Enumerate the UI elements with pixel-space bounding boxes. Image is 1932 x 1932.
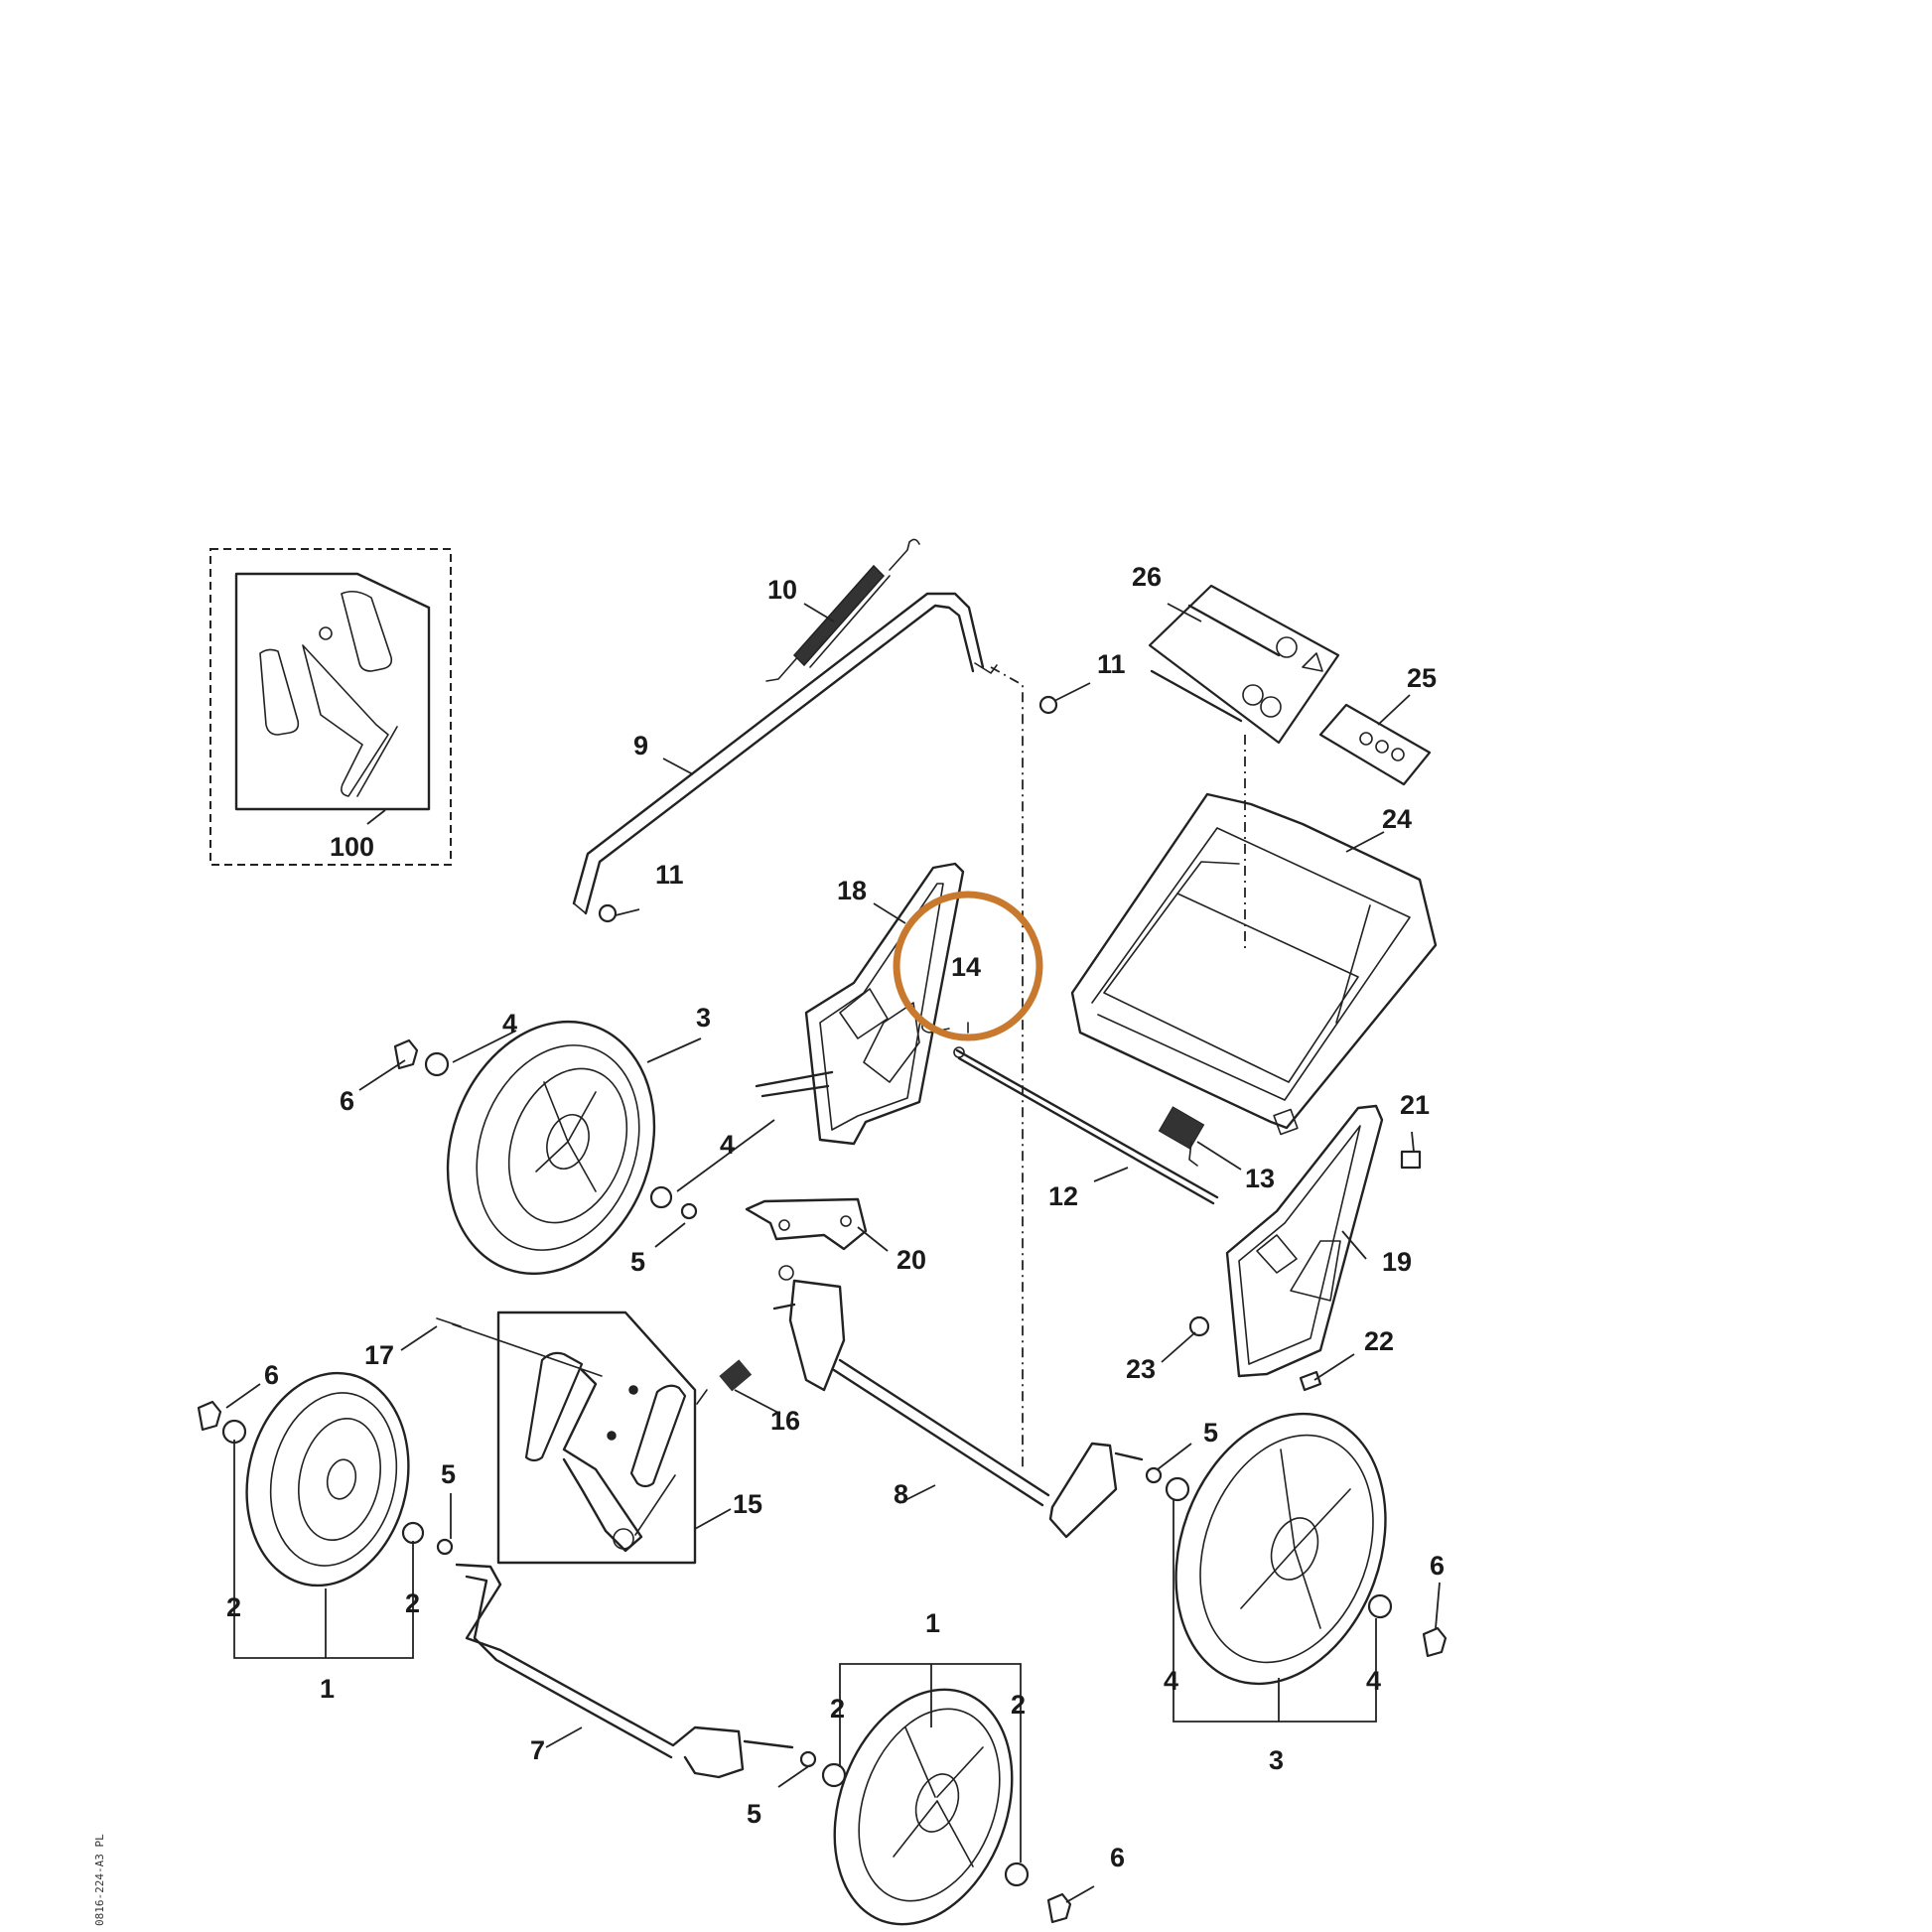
nut-11b[interactable] [598, 903, 618, 923]
callout-5-left[interactable]: 5 [441, 1459, 456, 1489]
side-plate-19[interactable] [1225, 1104, 1384, 1378]
rear-axle-8[interactable] [772, 1265, 1144, 1539]
callout-25[interactable]: 25 [1407, 663, 1437, 693]
alignment-line [990, 666, 1024, 1469]
callout-21[interactable]: 21 [1400, 1090, 1430, 1120]
callout-2-left-a[interactable]: 2 [226, 1592, 241, 1622]
drawing-code: 0816-224-A3 PL [93, 1834, 106, 1926]
callout-16[interactable]: 16 [770, 1406, 800, 1436]
callout-15[interactable]: 15 [733, 1489, 762, 1519]
screw-22[interactable] [1299, 1370, 1322, 1392]
front-axle-7[interactable] [455, 1563, 794, 1779]
bracket-20[interactable] [745, 1197, 868, 1251]
washer-4c[interactable] [1165, 1476, 1190, 1502]
callout-6-bottom[interactable]: 6 [1110, 1843, 1125, 1872]
upper-handle[interactable] [572, 592, 998, 915]
callout-4-right-a[interactable]: 4 [1164, 1666, 1178, 1696]
callout-19[interactable]: 19 [1382, 1247, 1412, 1277]
callout-2-left-b[interactable]: 2 [405, 1588, 420, 1618]
catcher-frame-24[interactable] [1070, 792, 1438, 1136]
callout-100[interactable]: 100 [330, 832, 374, 862]
callout-24[interactable]: 24 [1382, 804, 1412, 834]
callout-5-right[interactable]: 5 [1203, 1418, 1218, 1448]
label-25[interactable] [1318, 703, 1432, 786]
washer-2b[interactable] [401, 1521, 425, 1545]
callout-1-left[interactable]: 1 [320, 1674, 335, 1704]
callout-4-right-b[interactable]: 4 [1366, 1666, 1381, 1696]
callout-17[interactable]: 17 [364, 1340, 394, 1370]
nut-11a[interactable] [1038, 695, 1058, 715]
callout-26[interactable]: 26 [1132, 562, 1162, 592]
callout-10[interactable]: 10 [767, 575, 797, 605]
screw-6d[interactable] [1046, 1892, 1072, 1924]
callout-2-mid-b[interactable]: 2 [1011, 1690, 1026, 1720]
callout-23[interactable]: 23 [1126, 1354, 1156, 1384]
washer-2c[interactable] [821, 1762, 847, 1788]
spacer-5a[interactable] [680, 1202, 698, 1220]
callout-7[interactable]: 7 [530, 1735, 545, 1765]
wheel-1-left[interactable] [227, 1358, 427, 1601]
pin-17[interactable] [436, 1317, 603, 1377]
callout-3-right[interactable]: 3 [1269, 1745, 1284, 1775]
callout-3[interactable]: 3 [696, 1003, 711, 1033]
wheel-3-right[interactable] [1140, 1384, 1422, 1714]
spacer-5c[interactable] [436, 1538, 454, 1556]
callout-5-bottom[interactable]: 5 [747, 1799, 761, 1829]
washer-4a[interactable] [424, 1051, 450, 1077]
callout-22[interactable]: 22 [1364, 1326, 1394, 1356]
callout-11[interactable]: 11 [1097, 649, 1126, 679]
washer-2d[interactable] [1004, 1862, 1030, 1887]
callout-4[interactable]: 4 [502, 1009, 517, 1038]
callout-6-left[interactable]: 6 [264, 1360, 279, 1390]
screw-6c[interactable] [1422, 1626, 1448, 1658]
spring-10[interactable] [765, 538, 920, 682]
callout-11-lower[interactable]: 11 [655, 860, 684, 890]
callout-14[interactable]: 14 [951, 952, 981, 982]
callout-12[interactable]: 12 [1048, 1181, 1078, 1211]
spacer-5b[interactable] [1145, 1466, 1163, 1484]
washer-2a[interactable] [221, 1419, 247, 1445]
callout-13[interactable]: 13 [1245, 1164, 1275, 1193]
callout-9[interactable]: 9 [633, 731, 648, 760]
wheel-3-upper[interactable] [414, 993, 689, 1304]
rod-12[interactable] [953, 1046, 1219, 1205]
callout-6-right[interactable]: 6 [1430, 1551, 1445, 1581]
screw-6b[interactable] [197, 1400, 222, 1432]
callout-6[interactable]: 6 [340, 1086, 354, 1116]
washer-4b[interactable] [649, 1185, 673, 1209]
callouts: 10 26 11 25 9 24 100 11 18 14 4 3 6 4 21… [226, 562, 1445, 1872]
callout-8[interactable]: 8 [894, 1479, 908, 1509]
clip-21[interactable] [1400, 1150, 1422, 1170]
kit-100-group[interactable] [209, 548, 452, 866]
washer-4d[interactable] [1367, 1593, 1393, 1619]
spacer-5d[interactable] [799, 1750, 817, 1768]
callout-18[interactable]: 18 [837, 876, 867, 905]
leader-lines [225, 603, 1441, 1903]
side-plate-18[interactable] [755, 862, 965, 1146]
callout-2-mid-a[interactable]: 2 [830, 1694, 845, 1724]
spring-14-highlight[interactable] [893, 891, 1043, 1041]
label-26[interactable] [1148, 584, 1340, 745]
callout-5[interactable]: 5 [630, 1247, 645, 1277]
lever-kit-15[interactable] [496, 1311, 697, 1565]
callout-4-lower[interactable]: 4 [720, 1130, 735, 1160]
spring-13[interactable] [1158, 1106, 1205, 1167]
callout-20[interactable]: 20 [897, 1245, 926, 1275]
spring-16[interactable] [696, 1359, 753, 1405]
callout-1-middle[interactable]: 1 [925, 1608, 940, 1638]
nut-23[interactable] [1188, 1315, 1210, 1337]
